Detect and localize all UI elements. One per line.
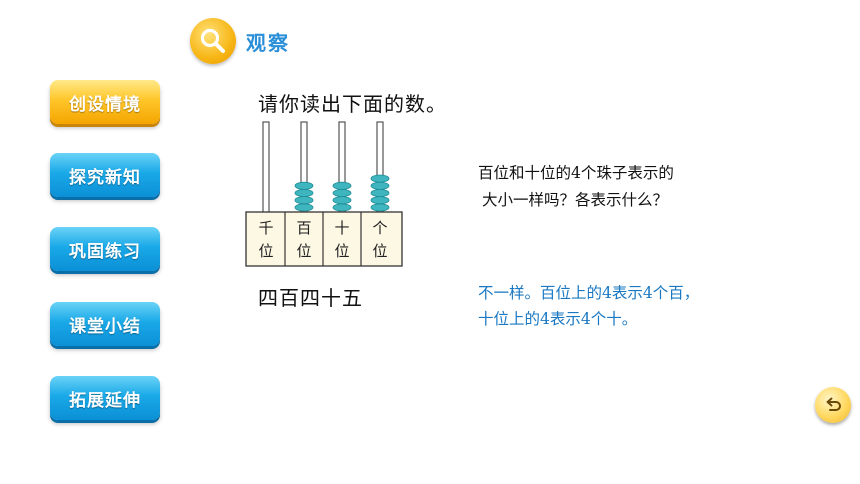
- nav-item-practice[interactable]: 巩固练习: [50, 227, 160, 271]
- abacus-beads: [294, 174, 390, 212]
- abacus-rods: [262, 121, 384, 215]
- place-label-bottom: 位: [296, 242, 311, 260]
- magnifier-icon: [190, 18, 236, 64]
- abacus-bead: [294, 181, 314, 190]
- abacus-bead: [332, 203, 352, 212]
- abacus-base: [245, 211, 403, 267]
- abacus-bead: [370, 174, 390, 183]
- nav-item-label: 探究新知: [69, 167, 141, 188]
- question-text: 百位和十位的4个珠子表示的 大小一样吗？各表示什么？: [478, 160, 758, 214]
- abacus-bead: [332, 196, 352, 205]
- answer-text: 不一样。百位上的4表示4个百， 十位上的4表示4个十。: [478, 280, 808, 332]
- nav-item-label: 创设情境: [69, 94, 141, 115]
- abacus-bead: [370, 203, 390, 212]
- place-label-top: 十: [334, 219, 349, 237]
- abacus-bead: [370, 189, 390, 198]
- question-line: 大小一样吗？各表示什么？: [482, 191, 669, 209]
- abacus-bead: [294, 203, 314, 212]
- nav-item-explore[interactable]: 探究新知: [50, 153, 160, 197]
- abacus-bead: [370, 181, 390, 190]
- observe-header: 观察: [190, 18, 290, 64]
- abacus-bead: [294, 189, 314, 198]
- abacus: 千 位 百 位 十 位 个 位: [245, 121, 403, 267]
- nav-item-create-scene[interactable]: 创设情境: [50, 80, 160, 124]
- page-title: 观察: [246, 30, 290, 55]
- nav-item-label: 课堂小结: [69, 316, 141, 337]
- place-label-bottom: 位: [372, 242, 387, 260]
- place-label-bottom: 位: [258, 242, 273, 260]
- prompt-text: 请你读出下面的数。: [258, 92, 447, 116]
- question-line: 百位和十位的4个珠子表示的: [478, 164, 674, 182]
- rod-thousands: [262, 121, 270, 215]
- back-arrow-icon: [826, 397, 841, 411]
- place-label-top: 千: [258, 219, 273, 237]
- place-label-top: 百: [296, 219, 311, 237]
- nav-item-label: 拓展延伸: [69, 390, 141, 411]
- answer-line: 不一样。百位上的4表示4个百，: [478, 284, 700, 302]
- abacus-bead: [332, 181, 352, 190]
- nav-item-label: 巩固练习: [69, 241, 141, 262]
- abacus-bead: [294, 196, 314, 205]
- place-label-bottom: 位: [334, 242, 349, 260]
- answer-line: 十位上的4表示4个十。: [478, 310, 638, 328]
- abacus-bead: [332, 189, 352, 198]
- number-in-words: 四百四十五: [258, 286, 363, 310]
- nav-item-summary[interactable]: 课堂小结: [50, 302, 160, 346]
- back-button[interactable]: [815, 387, 851, 423]
- abacus-bead: [370, 196, 390, 205]
- place-label-top: 个: [372, 219, 387, 237]
- nav-item-extension[interactable]: 拓展延伸: [50, 376, 160, 420]
